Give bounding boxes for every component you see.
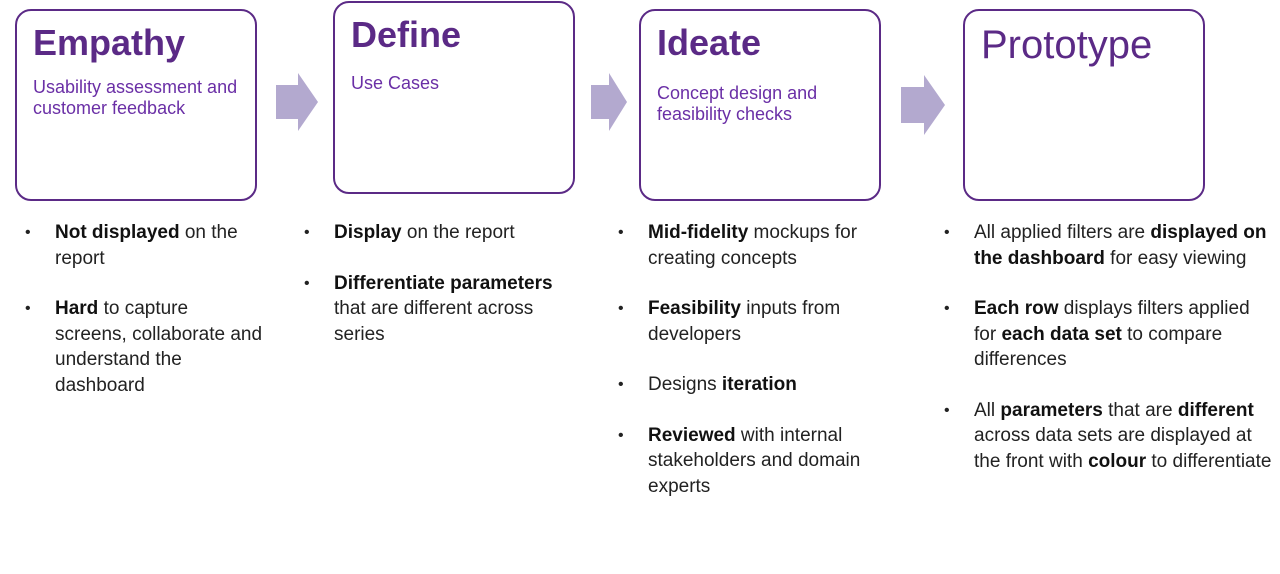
bullet-emphasis: Reviewed <box>648 424 736 446</box>
bullet-point: All applied filters are displayed on the… <box>944 220 1274 271</box>
bullet-emphasis: iteration <box>721 374 797 395</box>
bullet-point: Each row displays filters applied for ea… <box>944 296 1274 373</box>
bullet-point: All parameters that are different across… <box>944 398 1274 475</box>
bullet-text: mockups for creating concepts <box>648 222 858 269</box>
bullet-emphasis: each data set <box>1001 323 1122 345</box>
bullet-point: Reviewed with internal stakeholders and … <box>618 423 918 500</box>
empathy-points-list: Not displayed on the reportHard to captu… <box>25 220 265 423</box>
bullet-text: with internal stakeholders and domain ex… <box>648 424 861 497</box>
stage-title-empathy: Empathy <box>33 22 186 63</box>
ideate-points-list: Mid-fidelity mockups for creating concep… <box>618 220 918 524</box>
bullet-text: All <box>974 399 1001 421</box>
bullet-emphasis: parameters <box>1000 399 1103 421</box>
arrow-right-icon <box>901 75 945 135</box>
bullet-emphasis: Mid-fidelity <box>648 222 749 243</box>
bullet-text: that are <box>1102 399 1178 421</box>
bullet-text: Designs <box>648 374 722 395</box>
bullet-emphasis: Each row <box>974 298 1059 319</box>
bullet-text: to compare differences <box>974 323 1223 371</box>
bullet-text: across data sets are displayed at the fr… <box>974 425 1252 472</box>
bullet-point: Feasibility inputs from developers <box>618 296 918 347</box>
stage-box-ideate: Ideate Concept design and feasibility ch… <box>639 9 881 201</box>
bullet-emphasis: displayed on the dashboard <box>974 222 1267 269</box>
stage-box-empathy: Empathy Usability assessment and custome… <box>15 9 257 201</box>
stage-box-define: Define Use Cases <box>333 1 575 194</box>
bullet-text: displays filters applied for <box>974 298 1250 345</box>
bullet-emphasis: colour <box>1088 450 1147 472</box>
bullet-point: Designs iteration <box>618 372 918 398</box>
prototype-points-list: All applied filters are displayed on the… <box>944 220 1274 499</box>
bullet-point: Mid-fidelity mockups for creating concep… <box>618 220 918 271</box>
stage-subtitle-define: Use Cases <box>351 72 440 93</box>
bullet-text: for easy viewing <box>1104 247 1247 269</box>
bullet-emphasis: Differentiate parameters <box>334 272 553 294</box>
stage-title-prototype: Prototype <box>981 23 1153 67</box>
bullet-point: Display on the report <box>304 220 574 246</box>
bullet-text: on the report <box>401 222 515 243</box>
arrow-right-icon <box>591 73 627 131</box>
bullet-text: to capture screens, collaborate and unde… <box>55 298 263 396</box>
bullet-point: Differentiate parameters that are differ… <box>304 271 574 348</box>
stage-title-define: Define <box>351 14 462 55</box>
bullet-point: Hard to capture screens, collaborate and… <box>25 296 265 398</box>
bullet-emphasis: Hard <box>55 298 99 319</box>
bullet-text: to differentiate <box>1146 450 1272 472</box>
stage-title-ideate: Ideate <box>657 22 762 63</box>
bullet-point: Not displayed on the report <box>25 220 265 271</box>
bullet-emphasis: Feasibility <box>648 298 741 319</box>
bullet-text: inputs from developers <box>648 298 841 345</box>
bullet-text: that are different across series <box>334 298 534 345</box>
arrow-right-icon <box>276 73 318 131</box>
bullet-text: All applied filters are <box>974 222 1151 243</box>
bullet-emphasis: Not displayed <box>55 222 180 243</box>
stage-subtitle-empathy: Usability assessment and customer feedba… <box>33 76 238 118</box>
define-points-list: Display on the reportDifferentiate param… <box>304 220 574 372</box>
stage-subtitle-ideate: Concept design and feasibility checks <box>657 82 818 124</box>
bullet-emphasis: different <box>1177 399 1254 421</box>
bullet-emphasis: Display <box>334 222 402 243</box>
bullet-text: on the report <box>55 222 238 269</box>
stage-box-prototype: Prototype <box>963 9 1205 201</box>
